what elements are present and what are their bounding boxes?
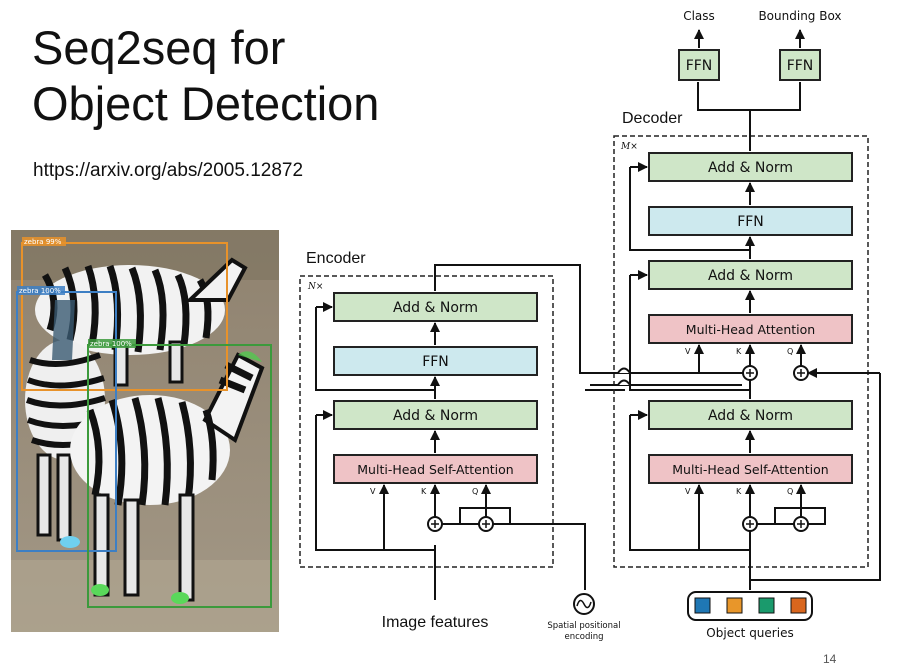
title-line-1: Seq2seq for bbox=[32, 21, 286, 74]
encoder-k-label: K bbox=[421, 487, 427, 496]
query-token-1 bbox=[694, 597, 711, 614]
zebra-back bbox=[35, 257, 248, 387]
query-token-3 bbox=[758, 597, 775, 614]
decoder-repeat: M× bbox=[620, 142, 638, 152]
decoder-self-q-label: Q bbox=[787, 487, 793, 496]
object-queries-label: Object queries bbox=[706, 626, 793, 640]
decoder-add-norm-top-label: Add & Norm bbox=[708, 160, 793, 176]
encoder-v-label: V bbox=[370, 487, 376, 496]
title-line-2: Object Detection bbox=[32, 77, 380, 130]
decoder-add-norm-mid-label: Add & Norm bbox=[708, 268, 793, 284]
bbox-ffn bbox=[779, 49, 821, 81]
decoder-cross-attention-label: Multi-Head Attention bbox=[686, 322, 815, 337]
decoder-add-norm-bottom-label: Add & Norm bbox=[708, 408, 793, 424]
decoder-label: Decoder bbox=[622, 110, 683, 127]
decoder-cross-attention bbox=[648, 314, 853, 344]
object-queries: Object queries bbox=[687, 591, 813, 640]
decoder-self-v-label: V bbox=[685, 487, 691, 496]
pos-encoding-line2: encoding bbox=[564, 632, 603, 642]
detection-label-3: zebra 100% bbox=[90, 340, 132, 348]
encoder-label: Encoder bbox=[306, 250, 366, 267]
decoder-add-norm-mid bbox=[648, 260, 853, 290]
decoder-add-norm-top bbox=[648, 152, 853, 182]
encoder-add-norm-top-label: Add & Norm bbox=[393, 300, 478, 316]
decoder-ffn-label: FFN bbox=[737, 214, 764, 230]
class-ffn-label: FFN bbox=[686, 58, 713, 74]
decoder-cross-q-label: Q bbox=[787, 347, 793, 356]
query-token-4 bbox=[790, 597, 807, 614]
zebra-photo: zebra 99% zebra 100% zebra 100% bbox=[11, 230, 279, 632]
zebra-front bbox=[70, 351, 265, 604]
encoder-q-label: Q bbox=[472, 487, 478, 496]
decoder-ffn bbox=[648, 206, 853, 236]
encoder-add-norm-bottom bbox=[333, 400, 538, 430]
decoder-add-norm-bottom bbox=[648, 400, 853, 430]
encoder-ffn-label: FFN bbox=[422, 354, 449, 370]
encoder-repeat: N× bbox=[307, 282, 323, 292]
query-token-2 bbox=[726, 597, 743, 614]
paper-url[interactable]: https://arxiv.org/abs/2005.12872 bbox=[33, 160, 304, 181]
bbox-ffn-label: FFN bbox=[787, 58, 814, 74]
encoder-self-attention bbox=[333, 454, 538, 484]
image-features-label: Image features bbox=[382, 614, 489, 631]
positional-encoding: Spatial positional encoding bbox=[547, 593, 621, 642]
decoder-cross-v-label: V bbox=[685, 347, 691, 356]
detection-box-orange: zebra 99% bbox=[21, 237, 228, 391]
decoder-self-attention bbox=[648, 454, 853, 484]
slide-title: Seq2seq for Object Detection bbox=[32, 20, 379, 132]
encoder-add-norm-bottom-label: Add & Norm bbox=[393, 408, 478, 424]
bounding-box-label: Bounding Box bbox=[758, 9, 841, 23]
detection-box-green: zebra 100% bbox=[87, 339, 272, 608]
output-heads: FFN Class FFN Bounding Box bbox=[678, 9, 842, 81]
encoder-self-attention-label: Multi-Head Self-Attention bbox=[357, 462, 513, 477]
detection-box-blue: zebra 100% bbox=[16, 286, 117, 552]
encoder: Encoder N× Add & Norm FFN Add & Norm Mul… bbox=[299, 250, 748, 631]
queries-container bbox=[687, 591, 813, 621]
encoder-ffn bbox=[333, 346, 538, 376]
pos-encoding-line1: Spatial positional bbox=[547, 621, 620, 631]
decoder-cross-k-label: K bbox=[736, 347, 742, 356]
class-ffn bbox=[678, 49, 720, 81]
class-label: Class bbox=[683, 9, 715, 23]
decoder: Decoder M× Add & Norm FFN Add & Norm Mul… bbox=[590, 82, 881, 590]
decoder-frame bbox=[613, 135, 869, 568]
detection-label-2: zebra 100% bbox=[19, 287, 61, 295]
detection-label-1: zebra 99% bbox=[24, 238, 62, 246]
decoder-self-attention-label: Multi-Head Self-Attention bbox=[672, 462, 828, 477]
decoder-self-k-label: K bbox=[736, 487, 742, 496]
page-number: 14 bbox=[823, 652, 837, 666]
encoder-add-norm-top bbox=[333, 292, 538, 322]
